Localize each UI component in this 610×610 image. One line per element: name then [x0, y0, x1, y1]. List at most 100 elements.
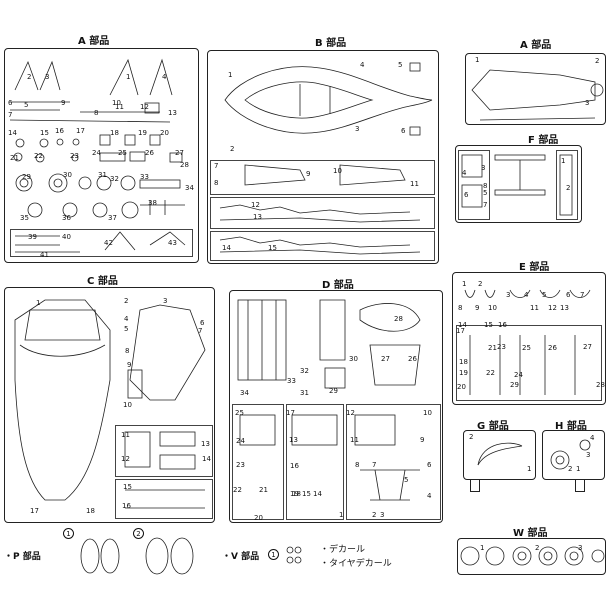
- part-number-label: 3: [355, 125, 360, 133]
- part-number-label: 11: [410, 180, 419, 188]
- frame-d: [229, 290, 443, 523]
- frame-e-subbox: [456, 325, 602, 401]
- frame-b-subbox: [210, 231, 435, 261]
- p-parts-marker-2: 2: [133, 528, 144, 539]
- part-number-label: 24: [92, 149, 101, 157]
- part-number-label: 24: [236, 437, 245, 445]
- part-number-label: 22: [233, 486, 242, 494]
- frame-h: [542, 430, 605, 480]
- part-number-label: 17: [286, 409, 295, 417]
- part-number-label: 6: [8, 99, 13, 107]
- part-number-label: 28: [180, 161, 189, 169]
- part-number-label: 2: [230, 145, 235, 153]
- part-number-label: 5: [542, 291, 547, 299]
- sprue-tab: [470, 480, 480, 492]
- part-number-label: 25: [235, 409, 244, 417]
- v-parts-marker: 1: [268, 549, 279, 560]
- part-number-label: 14: [8, 129, 17, 137]
- part-number-label: 18: [459, 358, 468, 366]
- part-number-label: 5: [483, 189, 488, 197]
- part-number-label: 4: [360, 61, 365, 69]
- part-number-label: 11: [121, 431, 130, 439]
- part-number-label: 6: [200, 319, 205, 327]
- tire-decal-label: ・タイヤデカール: [320, 559, 392, 569]
- frame-b: [207, 50, 439, 264]
- part-number-label: 22: [34, 152, 43, 160]
- part-number-label: 3: [578, 544, 583, 552]
- part-number-label: 16: [122, 502, 131, 510]
- frame-d-subbox: [346, 404, 441, 520]
- part-number-label: 15: [484, 321, 493, 329]
- frame-f-subbox: [458, 150, 490, 220]
- part-number-label: 19: [290, 490, 299, 498]
- part-number-label: 19: [459, 369, 468, 377]
- part-number-label: 7: [214, 162, 219, 170]
- p-parts-marker-1: 1: [63, 528, 74, 539]
- part-number-label: 13: [201, 440, 210, 448]
- part-number-label: 13: [253, 213, 262, 221]
- part-number-label: 23: [497, 343, 506, 351]
- decal-label: ・デカール: [320, 545, 366, 555]
- part-number-label: 9: [61, 99, 66, 107]
- part-number-label: 32: [300, 367, 309, 375]
- part-number-label: 10: [488, 304, 497, 312]
- part-number-label: 6: [566, 291, 571, 299]
- part-number-label: 5: [404, 476, 409, 484]
- part-number-label: 29: [510, 381, 519, 389]
- part-number-label: 37: [108, 214, 117, 222]
- part-number-label: 8: [483, 182, 488, 190]
- part-number-label: 21: [488, 344, 497, 352]
- part-number-label: 13: [560, 304, 569, 312]
- part-number-label: 26: [408, 355, 417, 363]
- part-number-label: 38: [148, 199, 157, 207]
- part-number-label: 7: [580, 291, 585, 299]
- part-number-label: 8: [214, 179, 219, 187]
- part-number-label: 6: [427, 461, 432, 469]
- part-number-label: 8: [458, 304, 463, 312]
- part-number-label: 12: [346, 409, 355, 417]
- part-number-label: 17: [30, 507, 39, 515]
- part-number-label: 17: [456, 327, 465, 335]
- part-number-label: 30: [63, 171, 72, 179]
- part-number-label: 10: [423, 409, 432, 417]
- part-number-label: 16: [498, 321, 507, 329]
- part-number-label: 34: [185, 184, 194, 192]
- part-number-label: 22: [486, 369, 495, 377]
- part-number-label: 12: [251, 201, 260, 209]
- frame-b-subbox: [210, 160, 435, 195]
- part-number-label: 3: [506, 291, 511, 299]
- part-number-label: 24: [514, 371, 523, 379]
- part-number-label: 5: [24, 101, 29, 109]
- part-number-label: 7: [372, 461, 377, 469]
- part-number-label: 36: [62, 214, 71, 222]
- part-number-label: 1: [561, 157, 566, 165]
- part-number-label: 2: [372, 511, 377, 519]
- part-number-label: 39: [28, 233, 37, 241]
- part-number-label: 4: [462, 169, 467, 177]
- part-number-label: 26: [145, 149, 154, 157]
- part-number-label: 10: [123, 401, 132, 409]
- part-number-label: 2: [469, 433, 474, 441]
- part-number-label: 12: [548, 304, 557, 312]
- part-number-label: 27: [175, 149, 184, 157]
- frame-c: [4, 287, 215, 523]
- part-number-label: 3: [380, 511, 385, 519]
- part-number-label: 3: [163, 297, 168, 305]
- v-parts-label: ・V 部品: [222, 552, 260, 562]
- part-number-label: 9: [306, 170, 311, 178]
- part-number-label: 20: [254, 514, 263, 522]
- part-number-label: 26: [548, 344, 557, 352]
- sprue-tab: [575, 480, 585, 492]
- frame-a-left-subbox: [10, 229, 193, 257]
- part-number-label: 18: [110, 129, 119, 137]
- part-number-label: 3: [585, 99, 590, 107]
- frame-d-subbox: [232, 404, 284, 520]
- frame-a-left-title: A 部品: [78, 36, 110, 47]
- part-number-label: 43: [168, 239, 177, 247]
- frame-w-title: W 部品: [513, 528, 548, 539]
- part-number-label: 15: [40, 129, 49, 137]
- part-number-label: 28: [596, 381, 605, 389]
- part-number-label: 11: [115, 103, 124, 111]
- part-number-label: 29: [22, 173, 31, 181]
- part-number-label: 32: [110, 175, 119, 183]
